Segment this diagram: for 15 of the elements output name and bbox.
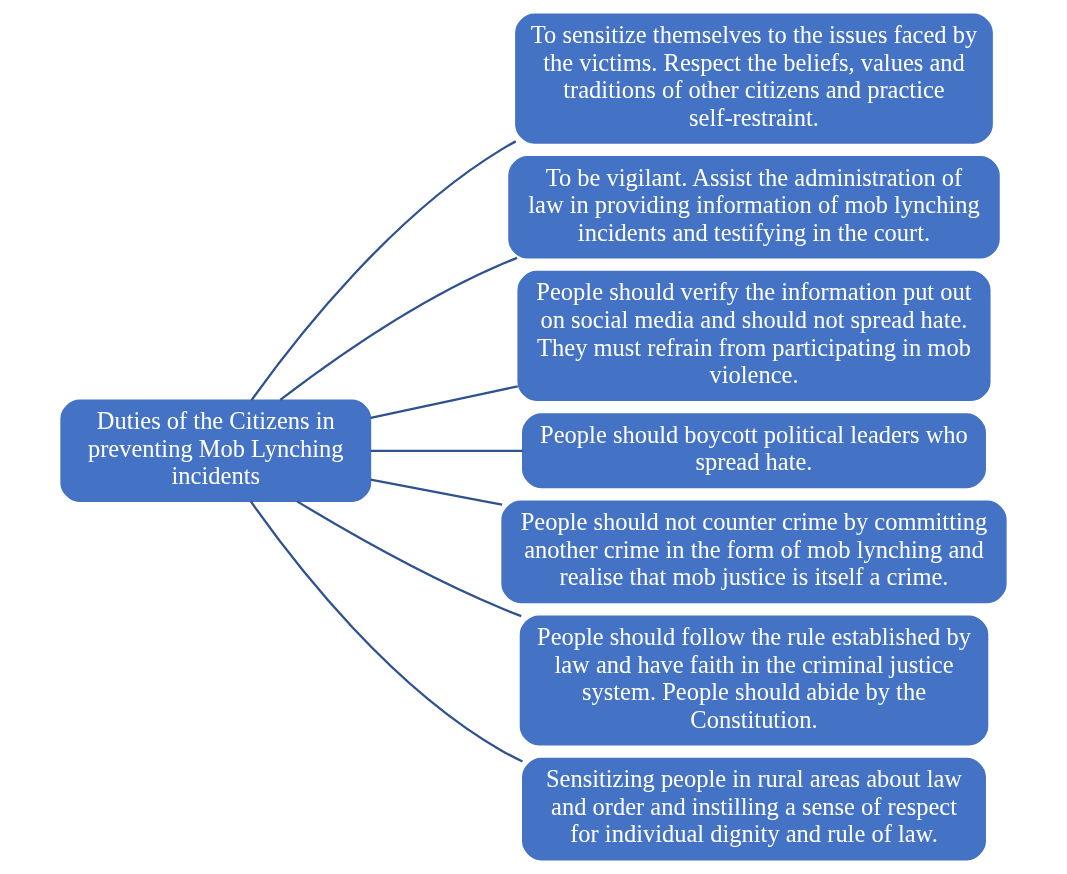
connector: [370, 385, 518, 419]
node-box: Sensitizing people in rural areas about law and order and instilling a sense of respect for individual dignity and rule of law.: [522, 757, 986, 861]
connector: [370, 478, 503, 506]
connector: [370, 449, 523, 452]
node-box: People should boycott political leaders who spread hate.: [522, 413, 986, 489]
node-box: People should follow the rule established by law and have faith in the criminal justice system. People should abide by the Constitution.: [519, 615, 989, 746]
node-box: To be vigilant. Assist the administration of law in providing information of mob lynching incidents and testifying in the court.: [508, 156, 1000, 259]
node-box: Duties of the Citizens in preventing Mob Lynching incidents: [60, 399, 372, 503]
connector: [249, 500, 523, 763]
connector: [250, 140, 517, 401]
node-box: People should not counter crime by committing another crime in the form of mob lynching and realise that mob justice is itself a crime.: [501, 500, 1007, 604]
connector: [279, 256, 518, 401]
node-box: To sensitize themselves to the issues faced by the victims. Respect the beliefs, values and traditions of other citizens and practice self-restraint.: [515, 13, 993, 144]
node-box: People should verify the information put out on social media and should not spread hate. They must refrain from participating in mob violence.: [517, 270, 991, 401]
connector: [296, 500, 522, 618]
